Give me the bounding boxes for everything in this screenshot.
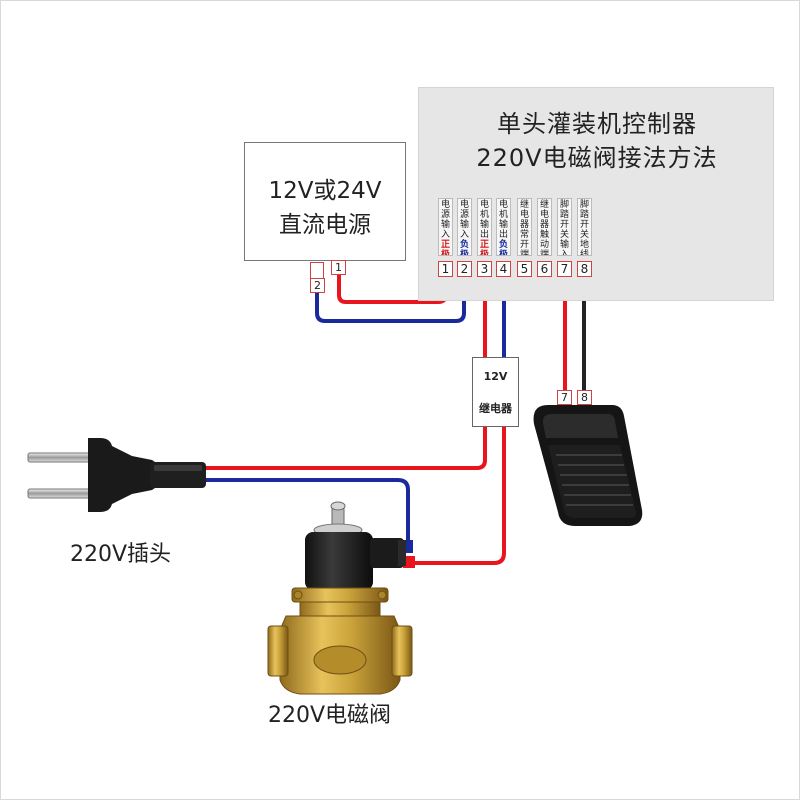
wire-psu-negative <box>315 277 466 323</box>
terminal-label-5: 继电器常开端 <box>517 198 532 256</box>
terminal-polarity: 正极 <box>440 240 450 256</box>
terminal-number-1: 1 <box>438 261 453 277</box>
terminal-polarity: 负极 <box>459 240 469 256</box>
terminal-label-text: 电源输入 <box>440 200 450 240</box>
psu-name: 直流电源 <box>279 212 371 238</box>
terminal-label-8: 脚踏开关地线 <box>577 198 592 256</box>
terminal-label-6: 继电器触动端 <box>537 198 552 256</box>
psu-voltage: 12V或24V <box>268 178 382 204</box>
wire-relay-to-valve <box>410 427 506 565</box>
terminal-label-2: 电源输入 负极 <box>457 198 472 256</box>
pedal-terminal-8: 8 <box>577 390 592 405</box>
terminal-number-4: 4 <box>496 261 511 277</box>
plug-caption: 220V插头 <box>70 542 172 567</box>
terminal-number-6: 6 <box>537 261 552 277</box>
terminal-label-7: 脚踏开关输入 <box>557 198 572 256</box>
relay-box: 12V 继电器 <box>472 357 519 427</box>
terminal-number-8: 8 <box>577 261 592 277</box>
solenoid-valve-icon <box>267 501 413 695</box>
wire-plug-to-valve <box>205 478 410 548</box>
terminal-label-1: 电源输入 正极 <box>438 198 453 256</box>
terminal-label-text: 脚踏开关地线 <box>579 200 589 256</box>
terminal-label-text: 电源输入 <box>459 200 469 240</box>
relay-voltage: 12V <box>483 370 508 383</box>
terminal-label-text: 继电器触动端 <box>539 200 549 256</box>
terminal-label-3: 电机输出 正极 <box>477 198 492 256</box>
valve-caption: 220V电磁阀 <box>268 703 392 728</box>
terminal-label-text: 脚踏开关输入 <box>559 200 569 256</box>
terminal-label-4: 电机输出 负极 <box>496 198 511 256</box>
psu-terminal-2: 2 <box>310 278 325 293</box>
terminal-polarity: 正极 <box>479 240 489 256</box>
relay-name: 继电器 <box>479 402 512 415</box>
terminal-label-text: 电机输出 <box>479 200 489 240</box>
dc-power-supply: 12V或24V 直流电源 <box>244 142 406 261</box>
valve-blue-terminal <box>403 540 413 553</box>
terminal-label-text: 电机输出 <box>498 200 508 240</box>
controller-subtitle: 220V电磁阀接法方法 <box>476 144 718 172</box>
power-plug-icon <box>27 438 206 512</box>
terminal-label-text: 继电器常开端 <box>519 200 529 256</box>
terminal-number-7: 7 <box>557 261 572 277</box>
pedal-terminal-7: 7 <box>557 390 572 405</box>
controller-title: 单头灌装机控制器 <box>497 110 697 138</box>
terminal-polarity: 负极 <box>498 240 508 256</box>
terminal-number-5: 5 <box>517 261 532 277</box>
psu-terminal-1: 1 <box>331 260 346 275</box>
foot-pedal-icon <box>533 405 643 526</box>
controller-box: 单头灌装机控制器 220V电磁阀接法方法 <box>418 87 774 301</box>
terminal-number-3: 3 <box>477 261 492 277</box>
wire-relay-to-plug <box>205 427 487 470</box>
terminal-number-2: 2 <box>457 261 472 277</box>
